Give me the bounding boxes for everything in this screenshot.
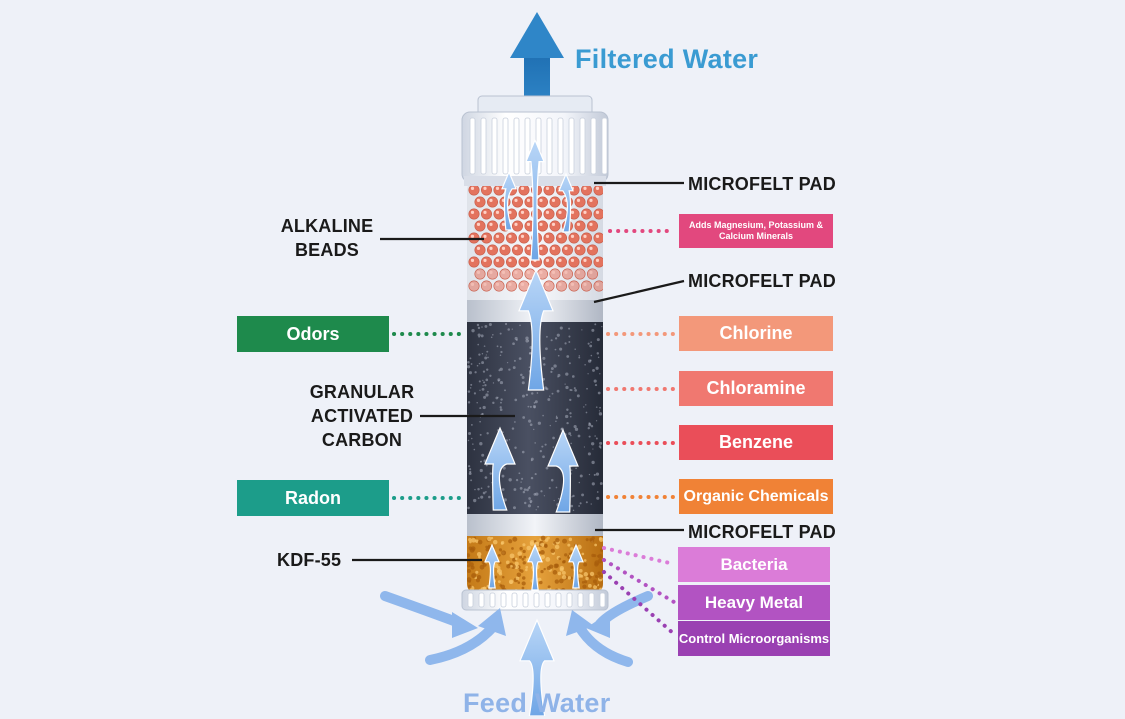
gac-label-line2: ACTIVATED: [310, 406, 414, 426]
tag-radon: Radon: [237, 480, 389, 516]
microfelt-pad-mid-label: MICROFELT PAD: [688, 271, 836, 291]
microfelt-pad-bottom: [467, 514, 603, 536]
alkaline-beads-layer: [468, 184, 603, 292]
tag-chloramine: Chloramine: [679, 371, 833, 406]
tag-control-microorganisms: Control Microorganisms: [678, 621, 830, 656]
flow-arrows: [484, 138, 584, 591]
microfelt-pad-bottom-label: MICROFELT PAD: [688, 522, 836, 542]
tag-benzene: Benzene: [679, 425, 833, 460]
feed-water-arrows: [380, 591, 653, 716]
feed-water-title: Feed Water: [463, 688, 611, 718]
alkaline-beads-label-line2: BEADS: [294, 240, 359, 260]
tag-heavy-metal: Heavy Metal: [678, 585, 830, 620]
alkaline-beads-label-line1: ALKALINE: [280, 216, 374, 236]
leader-lines: [352, 181, 685, 562]
alkaline-beads-label: ALKALINE BEADS: [268, 214, 386, 262]
gac-label-line3: CARBON: [321, 430, 403, 450]
tag-odors: Odors: [237, 316, 389, 352]
tag-minerals: Adds Magnesium, Potassium & Calcium Mine…: [679, 214, 833, 248]
filtered-water-arrow-icon: [510, 12, 564, 108]
kdf-55-label: KDF-55: [277, 550, 342, 570]
bottom-cap: [461, 589, 609, 611]
tag-chlorine: Chlorine: [679, 316, 833, 351]
tag-organic-chemicals: Organic Chemicals: [679, 479, 833, 514]
gac-label: GRANULAR ACTIVATED CARBON: [296, 380, 428, 452]
gac-label-line1: GRANULAR: [309, 382, 415, 402]
microfelt-pad-top-label: MICROFELT PAD: [688, 174, 836, 194]
dotted-connectors: [392, 229, 676, 636]
tag-bacteria: Bacteria: [678, 547, 830, 582]
filtered-water-title: Filtered Water: [575, 44, 759, 74]
